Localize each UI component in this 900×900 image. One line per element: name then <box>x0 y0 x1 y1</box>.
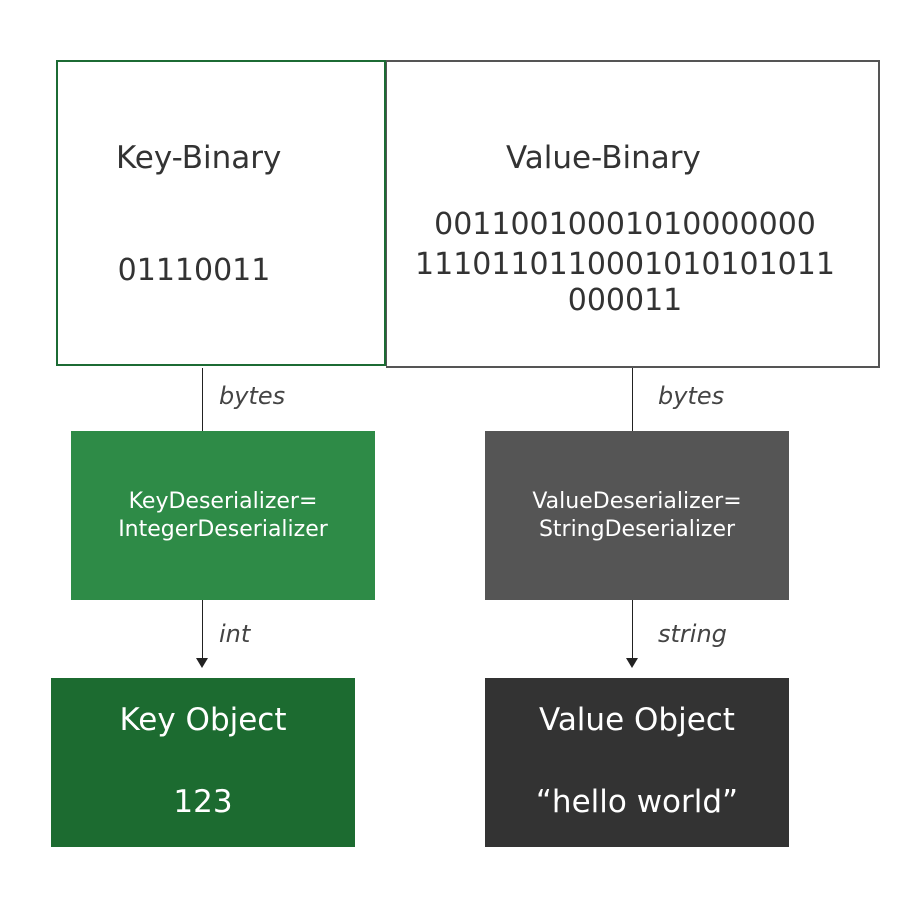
key-int-connector <box>202 600 203 660</box>
key-binary-box <box>56 60 386 366</box>
value-string-connector <box>632 600 633 660</box>
value-binary-bits-line3: 000011 <box>567 283 683 318</box>
value-object-title: Value Object <box>539 702 735 738</box>
key-int-arrowhead-icon <box>196 658 208 668</box>
value-binary-title: Value-Binary <box>506 140 701 176</box>
value-bytes-label: bytes <box>658 382 725 410</box>
value-deserializer-box: ValueDeserializer= StringDeserializer <box>485 431 789 600</box>
value-string-arrowhead-icon <box>626 658 638 668</box>
key-object-title: Key Object <box>119 702 287 738</box>
key-deserializer-line1: KeyDeserializer= <box>128 488 318 514</box>
key-binary-bits: 01110011 <box>117 253 271 288</box>
value-binary-bits-line2: 1110110110001010101011 <box>415 247 835 282</box>
key-bytes-connector <box>202 368 203 431</box>
value-string-label: string <box>658 620 727 648</box>
key-deserializer-line2: IntegerDeserializer <box>118 516 328 542</box>
key-deserializer-box: KeyDeserializer= IntegerDeserializer <box>71 431 375 600</box>
key-object-value: 123 <box>173 784 233 820</box>
value-object-value: “hello world” <box>535 784 739 820</box>
value-object-box: Value Object “hello world” <box>485 678 789 847</box>
key-int-label: int <box>219 620 251 648</box>
value-deserializer-line2: StringDeserializer <box>538 516 736 542</box>
key-object-box: Key Object 123 <box>51 678 355 847</box>
key-bytes-label: bytes <box>219 382 286 410</box>
value-bytes-connector <box>632 368 633 431</box>
key-binary-title: Key-Binary <box>116 140 282 176</box>
value-binary-bits-line1: 00110010001010000000 <box>434 207 816 242</box>
value-deserializer-line1: ValueDeserializer= <box>532 488 742 514</box>
value-binary-box <box>386 60 880 368</box>
